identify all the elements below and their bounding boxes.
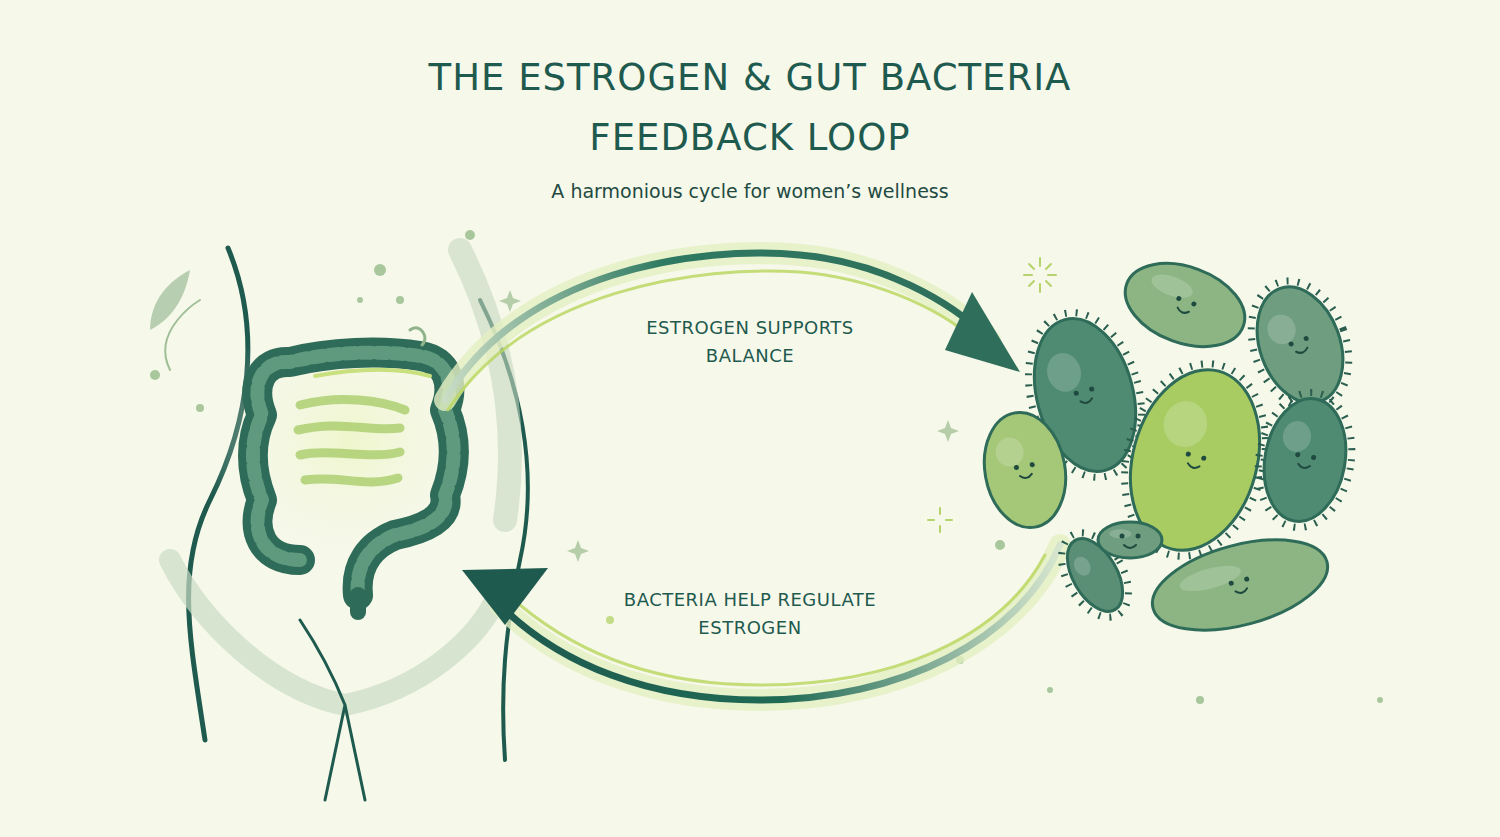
- arrow-label: ESTROGEN SUPPORTS BALANCE: [630, 314, 870, 370]
- decor-dots: [150, 230, 1383, 704]
- diagram-title: THE ESTROGEN & GUT BACTERIA FEEDBACK LOO…: [370, 48, 1130, 168]
- subtitle-caption: A harmonious cycle for women’s wellness: [400, 180, 1100, 202]
- cycle-arrows: [445, 253, 1060, 700]
- colon: [253, 328, 454, 612]
- arrow-label: BACTERIA HELP REGULATE ESTROGEN: [620, 586, 880, 642]
- arrowhead: [945, 292, 1020, 372]
- arrowhead: [462, 568, 548, 625]
- bacteria-cluster: [976, 248, 1366, 647]
- body-silhouette: [150, 248, 528, 800]
